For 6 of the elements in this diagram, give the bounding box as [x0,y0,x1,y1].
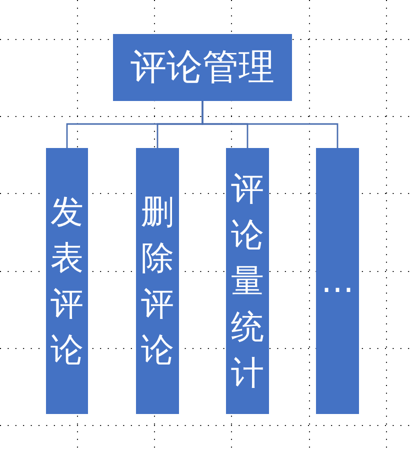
branch-box: 删除评论 [136,148,179,414]
branch-box: 发表评论 [46,148,88,414]
root-box: 评论管理 [113,34,292,101]
connector-line [202,101,338,148]
branch-box: … [316,148,359,414]
branch-box: 评论量统计 [226,148,269,414]
